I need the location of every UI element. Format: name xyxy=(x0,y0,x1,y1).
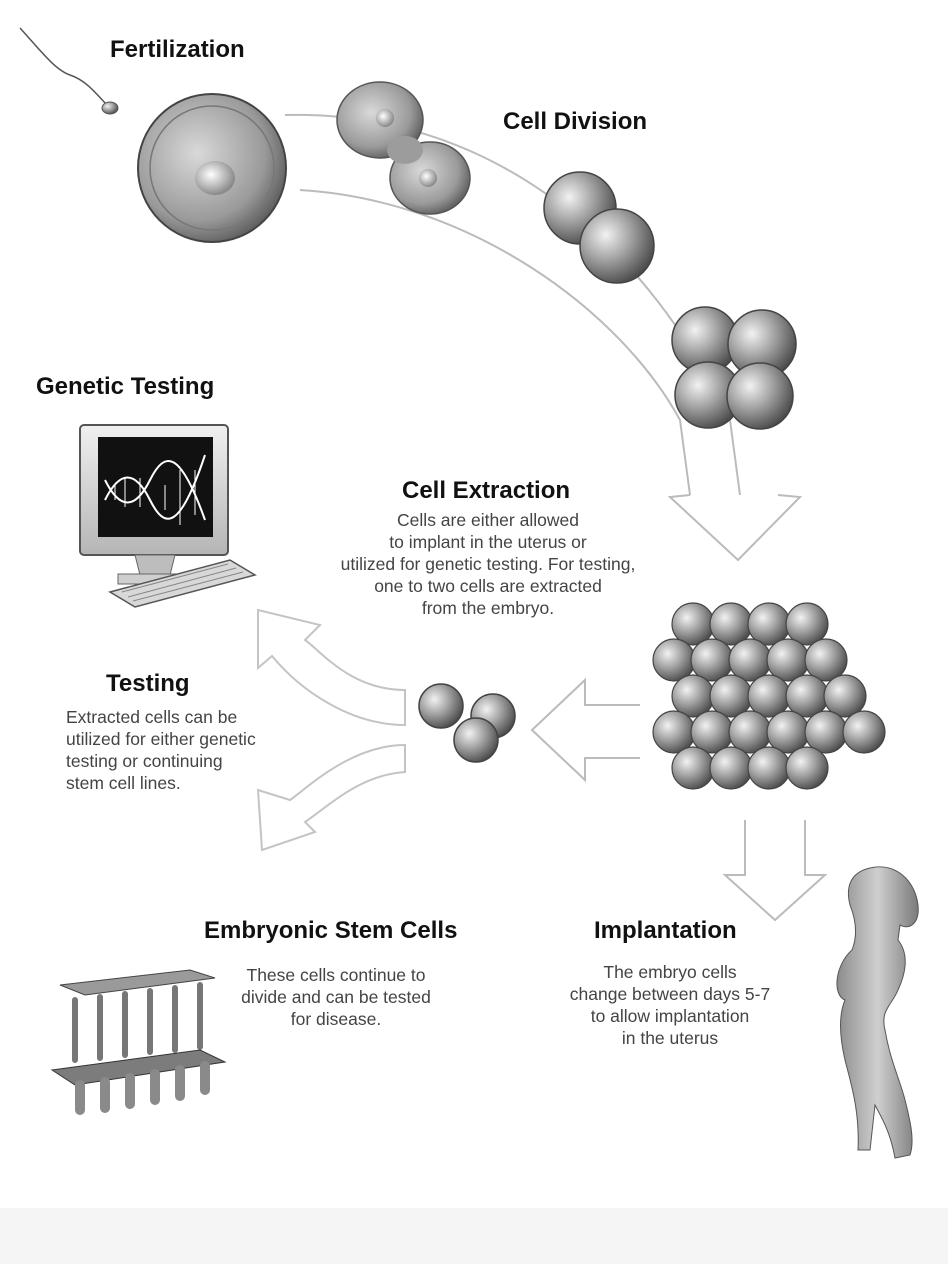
blastocyst-cell xyxy=(785,746,829,790)
blastocyst-cell xyxy=(823,674,867,718)
blastocyst-cell xyxy=(766,638,810,682)
cell-division-title: Cell Division xyxy=(503,108,648,135)
blastocyst-cell xyxy=(652,710,696,754)
blastocyst-cell xyxy=(690,638,734,682)
implantation-arrow xyxy=(722,820,828,922)
dividing-cell-icon xyxy=(336,81,471,215)
blastocyst-cell xyxy=(671,674,715,718)
embryonic-stem-cells-title: Embryonic Stem Cells xyxy=(204,917,458,944)
embryonic-stem-cells-description: These cells continue to divide and can b… xyxy=(241,965,431,1029)
flow-arcs xyxy=(284,113,741,496)
blastocyst-cell xyxy=(747,602,791,646)
pregnant-woman-icon xyxy=(836,866,919,1159)
arrow-to-stem-cells xyxy=(256,743,406,852)
extraction-arrow xyxy=(530,677,640,783)
blastocyst-cell xyxy=(709,674,753,718)
genetic-testing-title: Genetic Testing xyxy=(36,373,215,400)
blastocyst-cell xyxy=(671,746,715,790)
sperm-icon xyxy=(19,27,119,115)
blastocyst-cell xyxy=(785,602,829,646)
four-cell-icon xyxy=(671,306,797,430)
cell-extraction-title: Cell Extraction xyxy=(402,477,571,504)
testing-description: Extracted cells can be utilized for eith… xyxy=(66,707,256,793)
blastocyst-cell xyxy=(652,638,696,682)
blastocyst-cell xyxy=(747,674,791,718)
blastocyst-cell xyxy=(766,710,810,754)
implantation-title: Implantation xyxy=(594,917,737,944)
blastocyst-cell xyxy=(804,710,848,754)
blastocyst-cell xyxy=(747,746,791,790)
implantation-description: The embryo cells change between days 5-7… xyxy=(569,962,771,1048)
blastocyst-cell xyxy=(671,602,715,646)
blastocyst-cell xyxy=(709,602,753,646)
extracted-cells-icon xyxy=(418,683,516,763)
cell-extraction-description: Cells are either allowed to implant in t… xyxy=(340,510,636,618)
fertilization-title: Fertilization xyxy=(110,36,245,63)
computer-monitor-icon xyxy=(79,424,229,585)
testing-title: Testing xyxy=(106,670,190,697)
blastocyst-cell xyxy=(690,710,734,754)
down-arrow xyxy=(667,494,803,562)
blastocyst-cell xyxy=(728,638,772,682)
egg-cell-icon xyxy=(137,93,287,243)
blastocyst-cell xyxy=(709,746,753,790)
footer-bar xyxy=(0,1208,948,1264)
arrow-to-genetic-testing xyxy=(257,608,406,727)
test-tube-rack-icon xyxy=(50,969,227,1115)
dna-helix-icon xyxy=(104,454,206,525)
blastocyst-cell xyxy=(804,638,848,682)
blastocyst-icon xyxy=(652,602,886,790)
blastocyst-cell xyxy=(785,674,829,718)
blastocyst-cell xyxy=(728,710,772,754)
keyboard-icon xyxy=(108,559,257,608)
blastocyst-cell xyxy=(842,710,886,754)
two-cell-icon xyxy=(543,171,655,284)
